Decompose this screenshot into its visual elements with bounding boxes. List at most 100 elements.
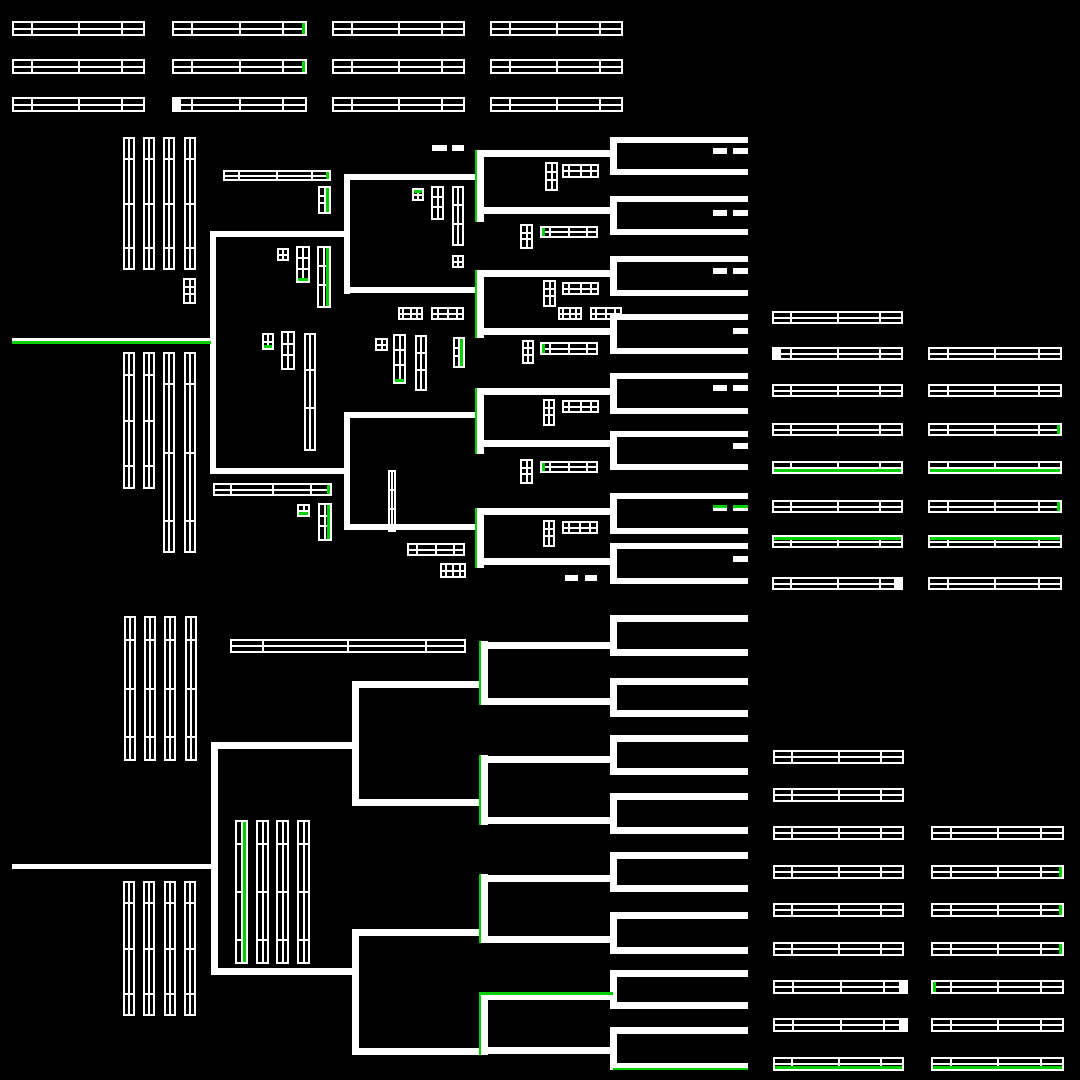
- node-label-bar[interactable]: [590, 307, 622, 320]
- rotated-label-bar[interactable]: [184, 881, 196, 1016]
- list-row-bar[interactable]: [772, 384, 903, 397]
- list-row-bar[interactable]: [772, 500, 903, 513]
- node-label-bar[interactable]: [431, 307, 464, 320]
- node-label-column[interactable]: [543, 280, 556, 307]
- list-row-bar[interactable]: [931, 826, 1064, 840]
- node-label-column[interactable]: [318, 186, 331, 214]
- rotated-label-bar[interactable]: [185, 616, 197, 761]
- summary-bar[interactable]: [332, 21, 465, 36]
- mini-table-chip[interactable]: [412, 188, 424, 201]
- summary-bar[interactable]: [490, 97, 623, 112]
- node-label-bar[interactable]: [540, 342, 598, 355]
- summary-bar[interactable]: [172, 59, 307, 74]
- node-label-bar[interactable]: [398, 307, 423, 320]
- mini-table-chip[interactable]: [277, 248, 289, 261]
- list-row-bar[interactable]: [931, 1018, 1064, 1032]
- node-label-column[interactable]: [317, 246, 331, 308]
- list-row-bar[interactable]: [773, 750, 904, 764]
- list-row-bar[interactable]: [928, 461, 1062, 474]
- summary-bar[interactable]: [12, 21, 145, 36]
- node-label-bar[interactable]: [230, 639, 466, 653]
- node-label-column[interactable]: [520, 224, 533, 249]
- list-row-bar[interactable]: [931, 980, 1064, 994]
- node-label-column[interactable]: [304, 333, 316, 451]
- summary-bar[interactable]: [490, 21, 623, 36]
- rotated-label-bar[interactable]: [276, 820, 289, 964]
- list-row-bar[interactable]: [931, 942, 1064, 956]
- node-label-column[interactable]: [393, 334, 406, 384]
- rotated-label-bar[interactable]: [123, 137, 135, 270]
- node-label-column[interactable]: [543, 520, 555, 547]
- rotated-label-bar[interactable]: [123, 881, 135, 1016]
- rotated-label-bar[interactable]: [143, 137, 155, 270]
- node-label-column[interactable]: [318, 503, 332, 541]
- node-label-bar[interactable]: [223, 170, 331, 181]
- rotated-label-bar[interactable]: [143, 881, 155, 1016]
- rotated-label-bar[interactable]: [124, 616, 136, 761]
- rotated-label-bar[interactable]: [164, 881, 176, 1016]
- mini-table-chip[interactable]: [297, 504, 310, 517]
- summary-bar[interactable]: [490, 59, 623, 74]
- summary-bar[interactable]: [12, 59, 145, 74]
- list-row-bar[interactable]: [773, 1057, 904, 1071]
- summary-bar[interactable]: [172, 21, 307, 36]
- node-label-column[interactable]: [431, 186, 444, 220]
- list-row-bar[interactable]: [772, 577, 903, 590]
- node-label-column[interactable]: [543, 399, 555, 426]
- summary-bar[interactable]: [12, 97, 145, 112]
- node-label-column[interactable]: [388, 470, 396, 532]
- node-label-column[interactable]: [453, 337, 465, 368]
- rotated-label-bar[interactable]: [163, 137, 175, 270]
- summary-bar[interactable]: [332, 97, 465, 112]
- node-label-column[interactable]: [415, 335, 427, 391]
- rotated-label-bar[interactable]: [144, 616, 156, 761]
- rotated-label-bar[interactable]: [184, 352, 196, 553]
- node-label-bar[interactable]: [213, 483, 332, 496]
- node-label-column[interactable]: [452, 186, 464, 246]
- node-label-column[interactable]: [296, 246, 310, 283]
- mini-table-chip[interactable]: [262, 333, 274, 350]
- list-row-bar[interactable]: [773, 980, 908, 994]
- list-row-bar[interactable]: [773, 826, 904, 840]
- node-label-column[interactable]: [522, 340, 534, 364]
- node-label-column[interactable]: [183, 278, 196, 304]
- list-row-bar[interactable]: [773, 788, 904, 802]
- list-row-bar[interactable]: [772, 535, 903, 548]
- list-row-bar[interactable]: [773, 1018, 908, 1032]
- rotated-label-bar[interactable]: [297, 820, 310, 964]
- list-row-bar[interactable]: [773, 865, 904, 879]
- list-row-bar[interactable]: [931, 865, 1064, 879]
- rotated-label-bar[interactable]: [256, 820, 269, 964]
- list-row-bar[interactable]: [931, 1057, 1064, 1071]
- mini-table-chip[interactable]: [375, 338, 388, 351]
- node-label-bar[interactable]: [407, 543, 465, 556]
- list-row-bar[interactable]: [772, 311, 903, 324]
- rotated-label-bar[interactable]: [235, 820, 248, 964]
- node-label-bar[interactable]: [562, 164, 599, 178]
- list-row-bar[interactable]: [928, 384, 1062, 397]
- summary-bar[interactable]: [332, 59, 465, 74]
- list-row-bar[interactable]: [773, 903, 904, 917]
- list-row-bar[interactable]: [772, 423, 903, 436]
- list-row-bar[interactable]: [928, 347, 1062, 360]
- rotated-label-bar[interactable]: [123, 352, 135, 489]
- node-label-bar[interactable]: [558, 307, 582, 320]
- node-label-bar[interactable]: [562, 282, 599, 295]
- list-row-bar[interactable]: [928, 535, 1062, 548]
- node-label-bar[interactable]: [440, 563, 466, 578]
- node-label-bar[interactable]: [540, 226, 598, 238]
- list-row-bar[interactable]: [928, 423, 1062, 436]
- node-label-bar[interactable]: [562, 521, 598, 534]
- mini-table-chip[interactable]: [452, 255, 464, 268]
- list-row-bar[interactable]: [931, 903, 1064, 917]
- list-row-bar[interactable]: [772, 347, 903, 360]
- list-row-bar[interactable]: [772, 461, 903, 474]
- rotated-label-bar[interactable]: [164, 616, 176, 761]
- node-label-column[interactable]: [520, 459, 533, 484]
- rotated-label-bar[interactable]: [163, 352, 175, 553]
- summary-bar[interactable]: [172, 97, 307, 112]
- rotated-label-bar[interactable]: [184, 137, 196, 270]
- list-row-bar[interactable]: [928, 500, 1062, 513]
- node-label-bar[interactable]: [562, 400, 599, 413]
- list-row-bar[interactable]: [773, 942, 904, 956]
